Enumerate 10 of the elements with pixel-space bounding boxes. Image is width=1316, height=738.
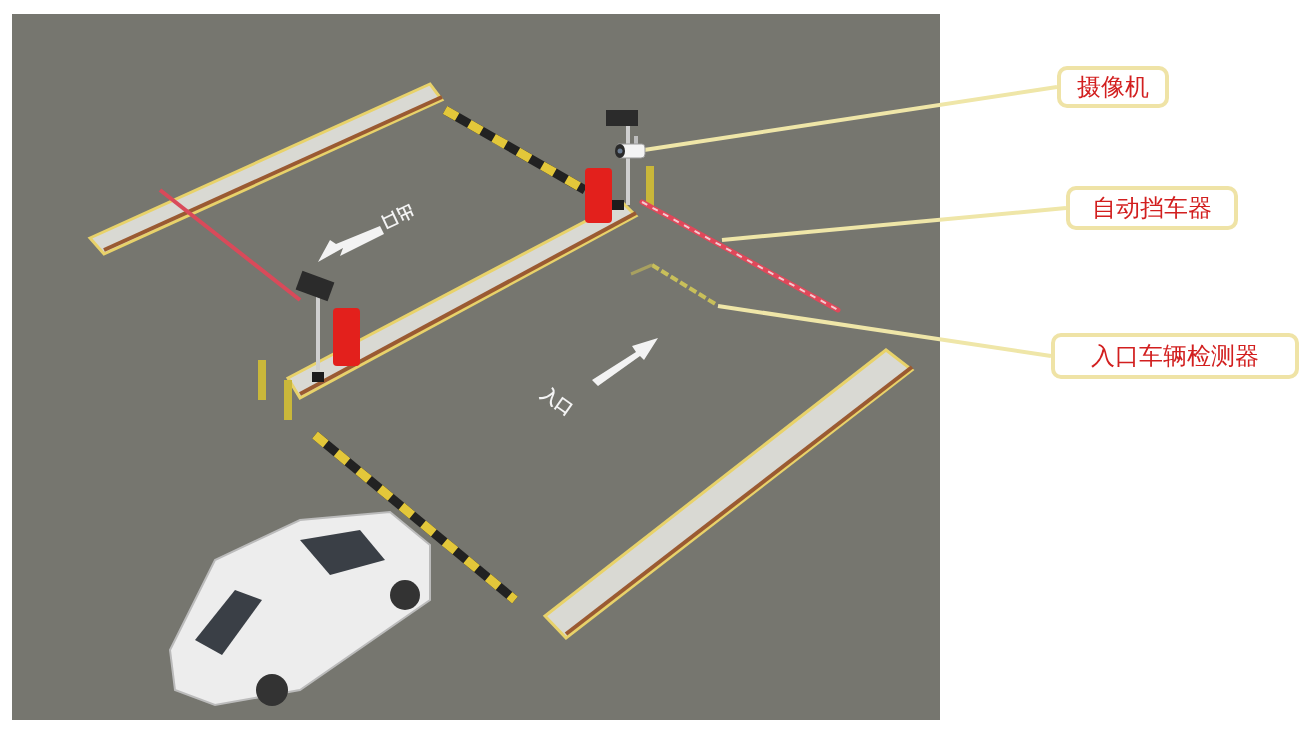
leader-line xyxy=(643,85,1058,152)
callout-label: 自动挡车器 xyxy=(1066,186,1238,230)
leader-line xyxy=(721,206,1067,242)
barrier-arm-drawing xyxy=(640,200,840,312)
camera-drawing xyxy=(614,136,646,162)
callout-label: 摄像机 xyxy=(1057,66,1169,108)
leader-line xyxy=(717,304,1052,358)
ground-marking-text: 出口 xyxy=(376,199,418,235)
callout-label: 入口车辆检测器 xyxy=(1051,333,1299,379)
ground-marking-text: 入口 xyxy=(536,382,578,421)
